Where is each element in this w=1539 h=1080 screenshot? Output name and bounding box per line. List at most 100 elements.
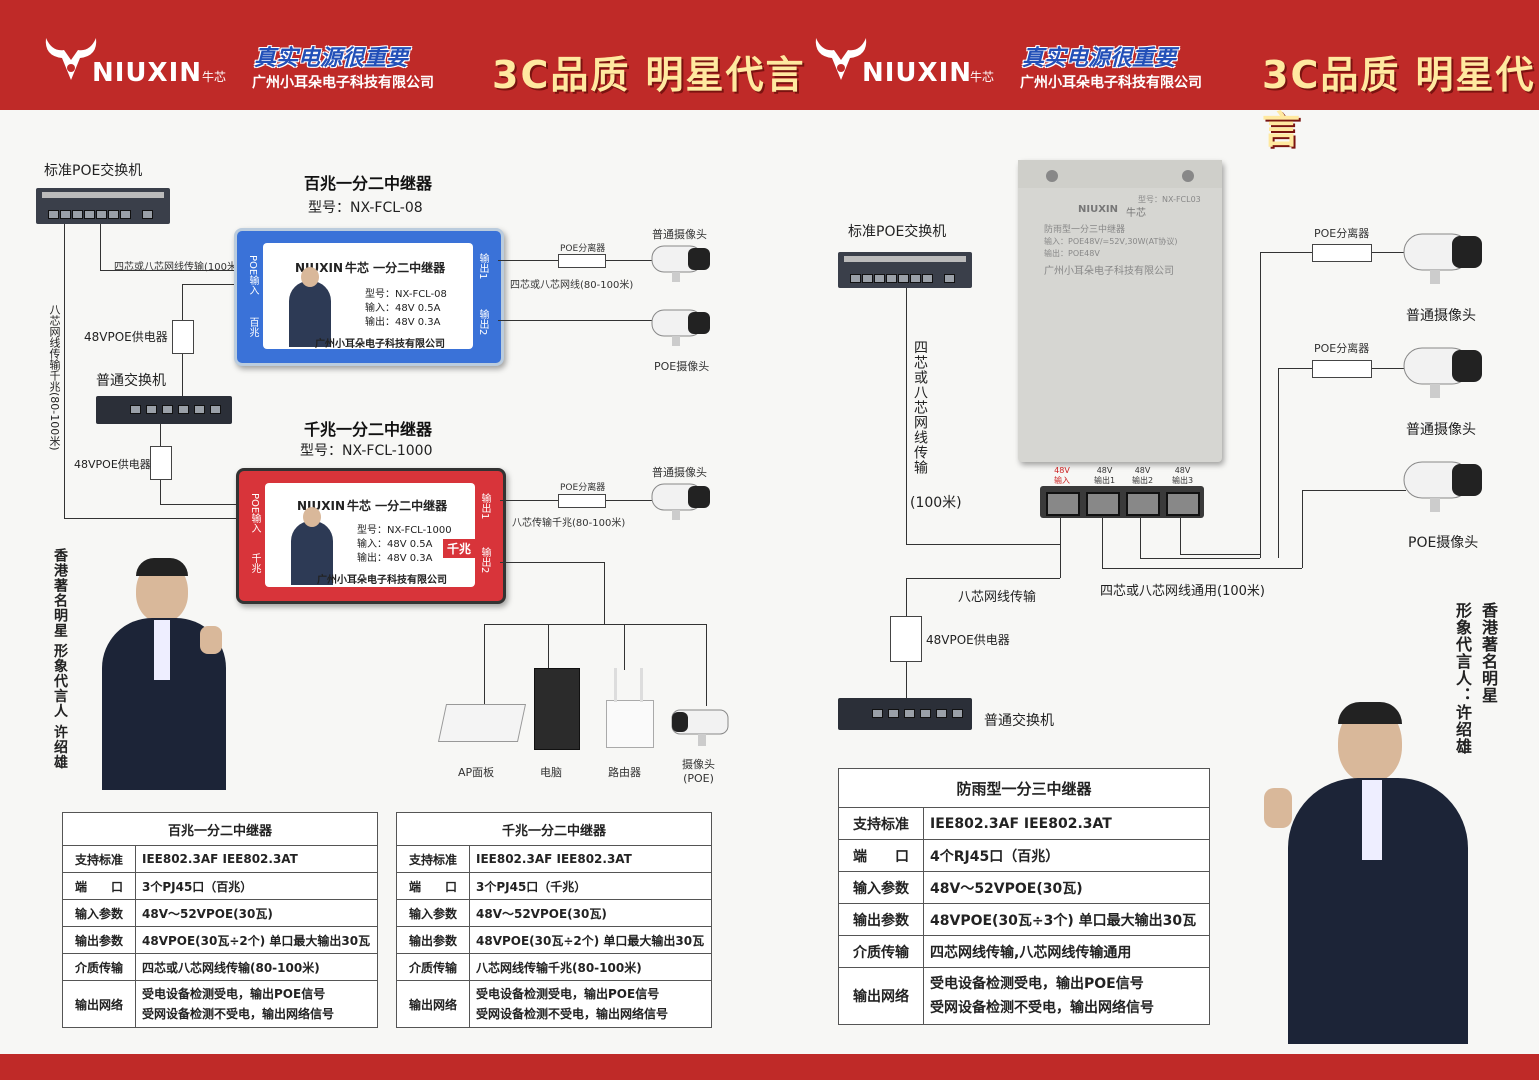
company-left: 广州小耳朵电子科技有限公司 <box>252 75 434 91</box>
right-poe-switch-label: 标准POE交换机 <box>848 224 947 240</box>
repeater1000-model: 型号：NX-FCL-1000 <box>300 443 433 459</box>
right-splitter1-label: POE分离器 <box>1314 227 1370 240</box>
endpoint-camera-label: 摄像头 (POE) <box>682 758 715 785</box>
endpoint-ap-label: AP面板 <box>458 766 495 779</box>
slogan-left: 真实电源很重要 <box>254 46 409 71</box>
brand-logo-right: NIUXIN <box>862 58 973 88</box>
bull-logo-icon <box>815 38 867 80</box>
bullet-camera-icon <box>1403 461 1482 512</box>
slogan-right: 真实电源很重要 <box>1022 46 1177 71</box>
ap-panel-icon <box>437 704 527 742</box>
brand-cn-left: 牛芯 <box>202 70 227 84</box>
spokesman-photo <box>1258 702 1478 1044</box>
spokesman-photo <box>96 558 236 790</box>
injector-label-1: 48VPOE供电器 <box>84 330 168 344</box>
poe-splitter-icon <box>558 494 606 508</box>
company-right: 广州小耳朵电子科技有限公司 <box>1020 75 1202 91</box>
repeater100-model: 型号：NX-FCL-08 <box>308 200 423 216</box>
poe-injector-icon <box>150 446 172 480</box>
repeater1000-splitter-label: POE分离器 <box>560 483 606 493</box>
bullet-camera-icon <box>651 309 710 346</box>
table-row: 介质传输四芯或八芯网线传输(80-100米) <box>62 953 378 981</box>
right-poe-switch <box>838 252 972 288</box>
tagline-right: 3C品质 明星代言 <box>1262 53 1536 152</box>
cable-common-label: 四芯或八芯网线通用(100米) <box>1100 584 1265 599</box>
right-normal-switch <box>838 698 972 730</box>
poe-splitter-icon <box>1312 244 1372 262</box>
table-title: 百兆一分二中继器 <box>62 812 378 846</box>
repeater100-cam1-label: 普通摄像头 <box>652 228 707 241</box>
bullet-camera-icon <box>1403 347 1482 398</box>
vertical-cable-label: 八芯网线传输千兆(80-100米) <box>48 304 61 451</box>
tagline-left: 3C品质 明星代言 <box>492 53 806 97</box>
table-row: 输出网络受电设备检测受电，输出POE信号 受网设备检测不受电，输出网络信号 <box>396 980 712 1028</box>
repeater1000-device: POE输入 千兆 输出1 输出2 NIUXIN 牛芯 一分二中继器 型号：NX-… <box>236 468 506 604</box>
right-spokesman-line2: 形象代言人：许绍雄 <box>1453 602 1472 755</box>
footer-bar <box>0 1054 1539 1080</box>
table-row: 介质传输四芯网线传输,八芯网线传输通用 <box>838 935 1210 968</box>
port-label-out2: 48V 输出2 <box>1132 466 1154 485</box>
right-cam2-label: 普通摄像头 <box>1406 422 1476 438</box>
poe-switch-label: 标准POE交换机 <box>44 163 143 179</box>
bullet-camera-icon <box>671 709 729 746</box>
bullet-camera-icon <box>651 483 710 520</box>
repeater100-cam2-label: POE摄像头 <box>654 360 710 373</box>
repeater100-cable-label: 四芯或八芯网线(80-100米) <box>510 280 634 291</box>
cable-8-label: 八芯网线传输 <box>958 590 1037 605</box>
right-normal-switch-label: 普通交换机 <box>984 713 1054 729</box>
gigabit-badge: 千兆 <box>443 539 476 558</box>
cable-label-4-8: 四芯或八芯网线传输(100米) <box>114 262 241 273</box>
right-splitter2-label: POE分离器 <box>1314 342 1370 355</box>
bullet-camera-icon <box>1403 233 1482 284</box>
repeater100-device: POE输入 百兆 输出1 输出2 NIUXIN 牛芯 一分二中继器 型号：NX-… <box>234 228 504 366</box>
repeater100-title: 百兆一分二中继器 <box>304 174 433 193</box>
right-spokesman-line1: 香港著名明星 <box>1479 602 1498 704</box>
bullet-camera-icon <box>651 245 710 282</box>
brand-logo-left: NIUXIN <box>92 58 203 88</box>
right-cam1-label: 普通摄像头 <box>1406 308 1476 324</box>
table-title: 防雨型一分三中继器 <box>838 768 1210 808</box>
table-row: 输出网络受电设备检测受电，输出POE信号 受网设备检测不受电，输出网络信号 <box>838 967 1210 1025</box>
poe-splitter-icon <box>1312 360 1372 378</box>
right-vertical-cable-length: (100米) <box>910 495 962 511</box>
rainproof-repeater-device: NIUXIN 牛芯 型号：NX-FCL03 防雨型一分三中继器 输入：POE48… <box>1018 160 1222 462</box>
router-icon <box>606 700 654 748</box>
poe-injector-icon <box>890 616 922 662</box>
computer-icon <box>534 668 580 750</box>
right-cam3-label: POE摄像头 <box>1408 535 1479 551</box>
normal-switch <box>96 396 232 424</box>
poe-splitter-icon <box>558 254 606 268</box>
rj45-port-strip <box>1040 486 1204 518</box>
normal-switch-label: 普通交换机 <box>96 373 166 389</box>
brand-cn-right: 牛芯 <box>970 70 995 84</box>
endpoint-router-label: 路由器 <box>608 766 641 779</box>
repeater1000-cam1-label: 普通摄像头 <box>652 466 707 479</box>
table-title: 千兆一分二中继器 <box>396 812 712 846</box>
right-vertical-cable-label: 四芯或八芯网线传输 <box>912 340 928 475</box>
table-row: 输出网络受电设备检测受电，输出POE信号 受网设备检测不受电，输出网络信号 <box>62 980 378 1028</box>
repeater100-splitter-label: POE分离器 <box>560 244 606 254</box>
header-banner <box>0 0 1539 110</box>
right-injector-label: 48VPOE供电器 <box>926 633 1010 647</box>
port-label-out3: 48V 输出3 <box>1172 466 1194 485</box>
bull-logo-icon <box>45 38 97 80</box>
injector-label-2: 48VPOE供电器 <box>74 458 151 471</box>
poe-switch <box>36 188 170 224</box>
port-label-out1: 48V 输出1 <box>1094 466 1116 485</box>
left-spokesman-text: 香港著名明星 形象代言人 许绍雄 <box>52 548 68 770</box>
repeater1000-cable-label: 八芯传输千兆(80-100米) <box>512 518 626 529</box>
port-label-in: 48V 输入 <box>1054 466 1070 485</box>
